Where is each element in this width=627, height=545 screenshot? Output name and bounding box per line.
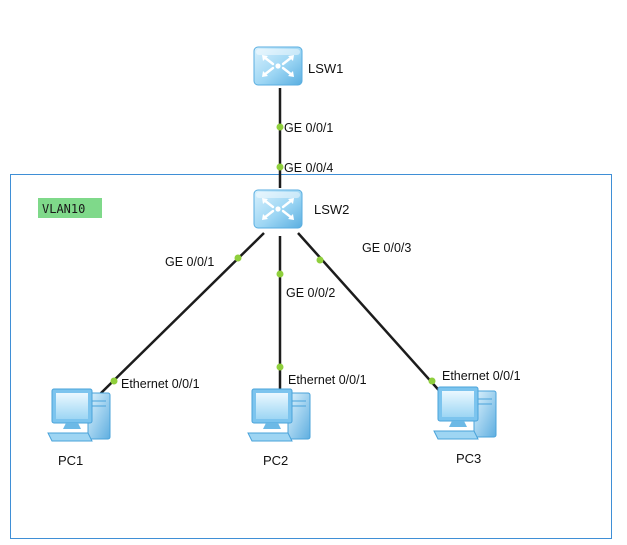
pc2-label: PC2 (263, 453, 288, 468)
pc-icon[interactable] (47, 388, 111, 442)
device-pc1[interactable]: PC1 (47, 388, 111, 468)
port-dot-lsw2-ge002 (276, 270, 284, 278)
lsw2-port-to-pc3-label: GE 0/0/3 (362, 241, 411, 255)
pc2-port-label: Ethernet 0/0/1 (288, 373, 367, 387)
port-dot-pc2-eth001 (276, 363, 284, 371)
pc1-label: PC1 (58, 453, 83, 468)
port-dot-lsw2-ge001 (234, 254, 242, 262)
vlan10-boundary (10, 174, 612, 539)
device-pc3[interactable]: PC3 (433, 386, 497, 466)
pc3-port-label: Ethernet 0/0/1 (442, 369, 521, 383)
vlan-label: VLAN10 (42, 202, 85, 216)
switch-icon[interactable] (252, 188, 304, 230)
lsw2-uplink-port-label: GE 0/0/4 (284, 161, 333, 175)
device-lsw2[interactable]: LSW2 (252, 188, 349, 230)
vlan-tag: VLAN10 (38, 198, 102, 218)
pc3-label: PC3 (456, 451, 481, 466)
port-dot-lsw1-ge001 (276, 123, 284, 131)
lsw1-label: LSW1 (308, 61, 343, 76)
lsw1-uplink-port-label: GE 0/0/1 (284, 121, 333, 135)
pc1-port-label: Ethernet 0/0/1 (121, 377, 200, 391)
pc-icon[interactable] (433, 386, 497, 440)
vlan-tag-background (38, 198, 102, 218)
lsw2-port-to-pc2-label: GE 0/0/2 (286, 286, 335, 300)
port-dot-lsw2-ge003 (316, 256, 324, 264)
port-labels: GE 0/0/1 GE 0/0/4 GE 0/0/1 GE 0/0/2 GE 0… (121, 121, 521, 391)
pc-icon[interactable] (247, 388, 311, 442)
port-dot-pc1-eth001 (110, 377, 118, 385)
lsw2-label: LSW2 (314, 202, 349, 217)
device-pc2[interactable]: PC2 (247, 388, 311, 468)
switch-icon[interactable] (252, 45, 304, 87)
lsw2-port-to-pc1-label: GE 0/0/1 (165, 255, 214, 269)
device-lsw1[interactable]: LSW1 (252, 45, 343, 87)
port-dot-pc3-eth001 (428, 377, 436, 385)
port-dot-lsw2-ge004 (276, 163, 284, 171)
port-indicators (110, 123, 436, 385)
